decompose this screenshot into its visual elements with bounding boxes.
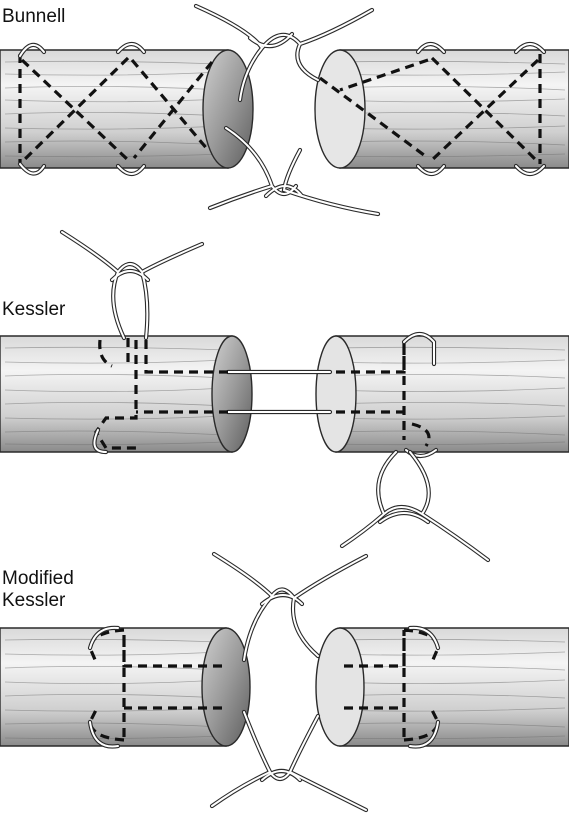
- suture-knot-top: [211, 551, 369, 663]
- suture-loops: [87, 625, 441, 749]
- suture-knot-top: [193, 3, 375, 103]
- suture-loops: [92, 331, 439, 459]
- suture-knot-bottom: [209, 709, 369, 813]
- suture-knot-bottom: [339, 449, 491, 563]
- left-tendon-stump: [0, 49, 254, 169]
- panel-kessler: [0, 229, 569, 563]
- suture-knot-top: [59, 229, 205, 341]
- right-tendon-stump: [315, 335, 569, 453]
- panel-bunnell: [0, 3, 569, 217]
- core-suture-strands: [225, 369, 333, 415]
- left-tendon-stump: [0, 335, 253, 453]
- label-modified-kessler: Modified Kessler: [2, 568, 74, 611]
- suture-path-hidden: [94, 336, 431, 450]
- cut-face: [201, 627, 251, 747]
- left-tendon-stump: [0, 627, 251, 747]
- panel-modified-kessler: [0, 551, 569, 813]
- label-kessler: Kessler: [2, 299, 66, 320]
- suture-knot-bottom: [207, 125, 381, 217]
- cut-face: [211, 335, 253, 453]
- right-tendon-stump: [314, 49, 569, 169]
- cut-face: [202, 49, 254, 169]
- suture-loops: [17, 41, 547, 177]
- right-tendon-stump: [315, 627, 569, 747]
- label-bunnell: Bunnell: [2, 6, 66, 27]
- suture-path-hidden: [88, 628, 440, 742]
